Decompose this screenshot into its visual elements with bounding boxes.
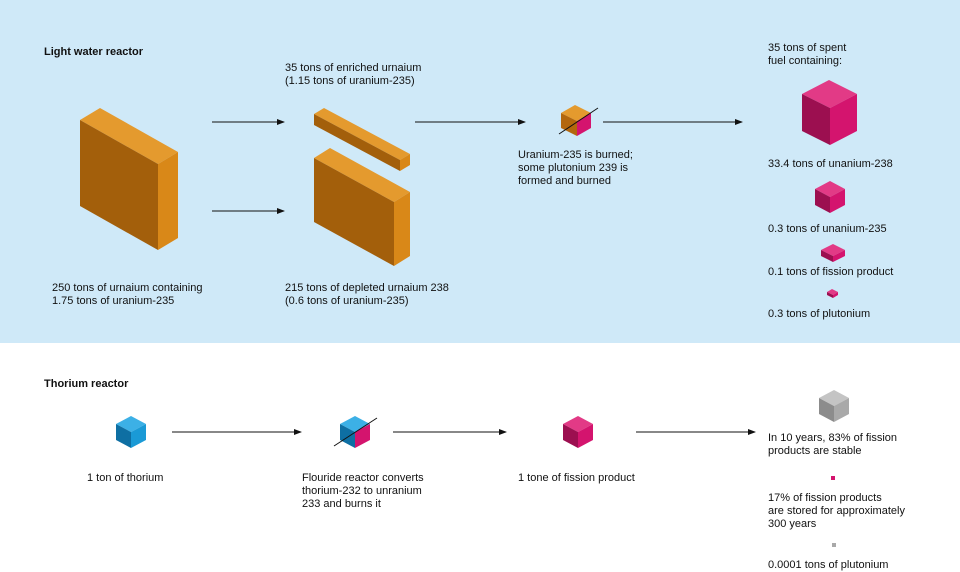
thorium-cube <box>116 416 146 448</box>
thorium-plutonium-label: 0.0001 tons of plutonium <box>768 559 889 571</box>
stored-product-marker <box>831 476 835 480</box>
burn-label: Uranium-235 is burned; some plutonium 23… <box>518 149 633 187</box>
spent-item-u235: 0.3 tons of unanium-235 <box>768 223 887 235</box>
uranium-source-block <box>80 108 178 250</box>
thorium-title: Thorium reactor <box>44 378 129 390</box>
plutonium-marker <box>832 543 836 547</box>
reactor-cube <box>333 416 378 448</box>
fission-product-cube <box>563 416 593 448</box>
enriched-uranium-label: 35 tons of enriched urnaium (1.15 tons o… <box>285 62 422 87</box>
depleted-uranium-block <box>314 148 410 266</box>
spent-item-u238: 33.4 tons of unanium-238 <box>768 158 893 170</box>
thorium-source-label: 1 ton of thorium <box>87 472 164 484</box>
spent-item-plutonium: 0.3 tons of plutonium <box>768 308 871 320</box>
uranium-source-label: 250 tons of urnaium containing 1.75 tons… <box>52 282 203 307</box>
fission-product-label: 1 tone of fission product <box>518 472 635 484</box>
spent-fuel-cube-large <box>802 80 857 145</box>
spent-fuel-cube-u238 <box>815 181 845 213</box>
depleted-uranium-label: 215 tons of depleted urnaium 238 (0.6 to… <box>285 282 449 307</box>
spent-item-fission: 0.1 tons of fission product <box>768 266 894 278</box>
burn-cube <box>558 105 599 136</box>
stored-products-label: 17% of fission products are stored for a… <box>768 492 905 530</box>
stable-products-label: In 10 years, 83% of fission products are… <box>768 432 898 457</box>
spent-fuel-cube-u235 <box>821 244 845 262</box>
stable-product-cube <box>819 390 849 422</box>
spent-fuel-cube-fission <box>827 289 838 298</box>
spent-fuel-header: 35 tons of spent fuel containing: <box>768 42 847 67</box>
light-water-title: Light water reactor <box>44 46 144 58</box>
thorium-panel <box>0 343 960 572</box>
reactor-label: Flouride reactor converts thorium-232 to… <box>302 472 424 510</box>
enriched-uranium-block <box>314 108 410 171</box>
